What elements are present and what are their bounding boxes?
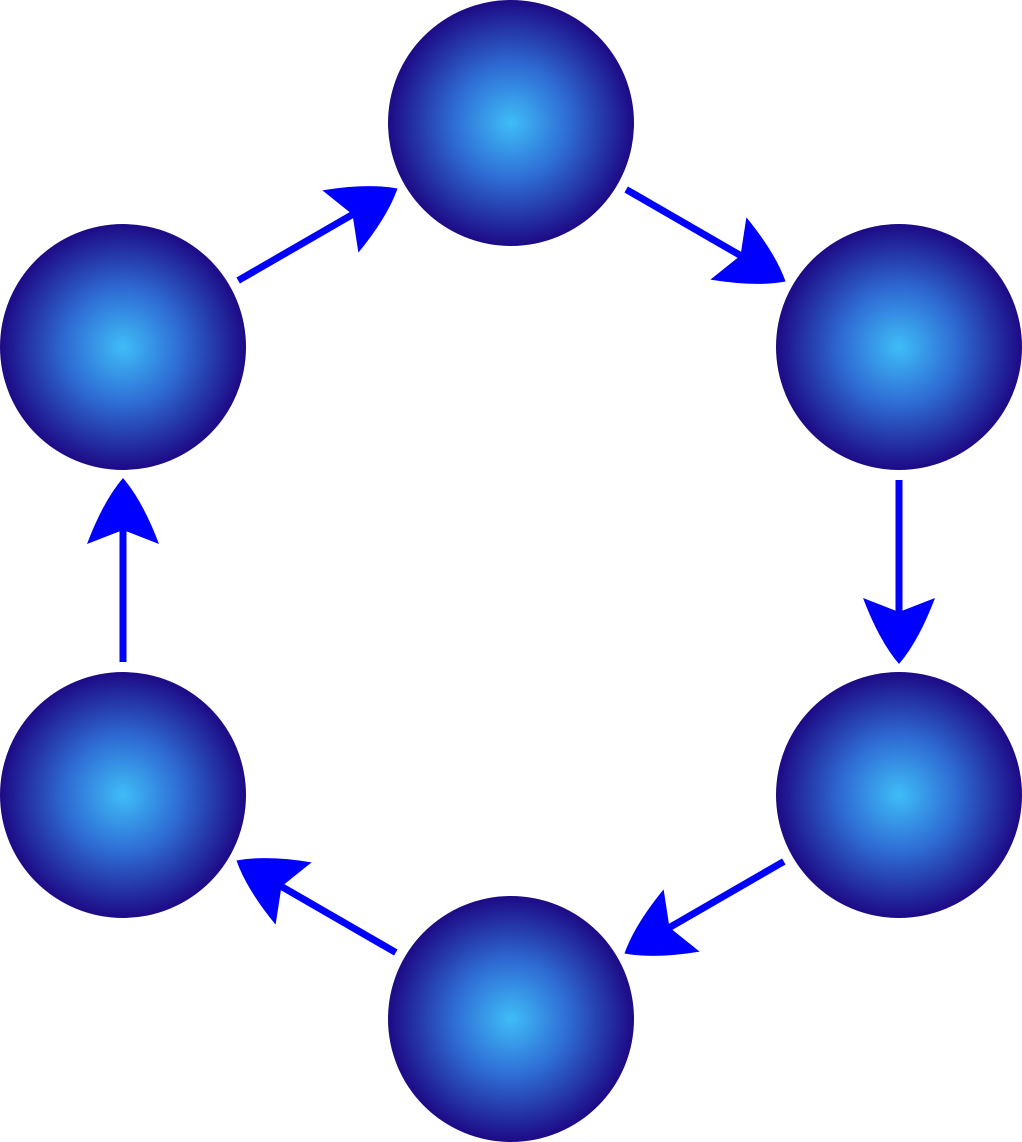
arrowhead: [236, 858, 312, 925]
node-upper-right: [776, 224, 1022, 470]
arrowhead: [624, 889, 700, 956]
arrow-shaft: [236, 209, 358, 284]
arrow-shaft: [276, 881, 398, 956]
node-top: [388, 0, 634, 246]
arrow-shaft: [624, 186, 746, 261]
node-lower-right: [776, 672, 1022, 918]
arrow-node-top-to-node-upper-right: [624, 186, 786, 284]
edges-layer: [87, 186, 935, 956]
node-upper-left: [0, 224, 246, 470]
node-bottom: [388, 896, 634, 1142]
arrowhead: [322, 186, 398, 253]
arrow-node-upper-left-to-node-top: [236, 186, 398, 284]
arrow-node-lower-right-to-node-bottom: [624, 858, 786, 956]
arrow-node-upper-right-to-node-lower-right: [863, 480, 935, 664]
arrow-node-bottom-to-node-lower-left: [236, 858, 398, 956]
arrow-shaft: [664, 858, 786, 933]
arrowhead: [863, 598, 935, 664]
arrowhead: [710, 217, 786, 284]
arrow-node-lower-left-to-node-upper-left: [87, 478, 159, 662]
arrowhead: [87, 478, 159, 544]
node-lower-left: [0, 672, 246, 918]
